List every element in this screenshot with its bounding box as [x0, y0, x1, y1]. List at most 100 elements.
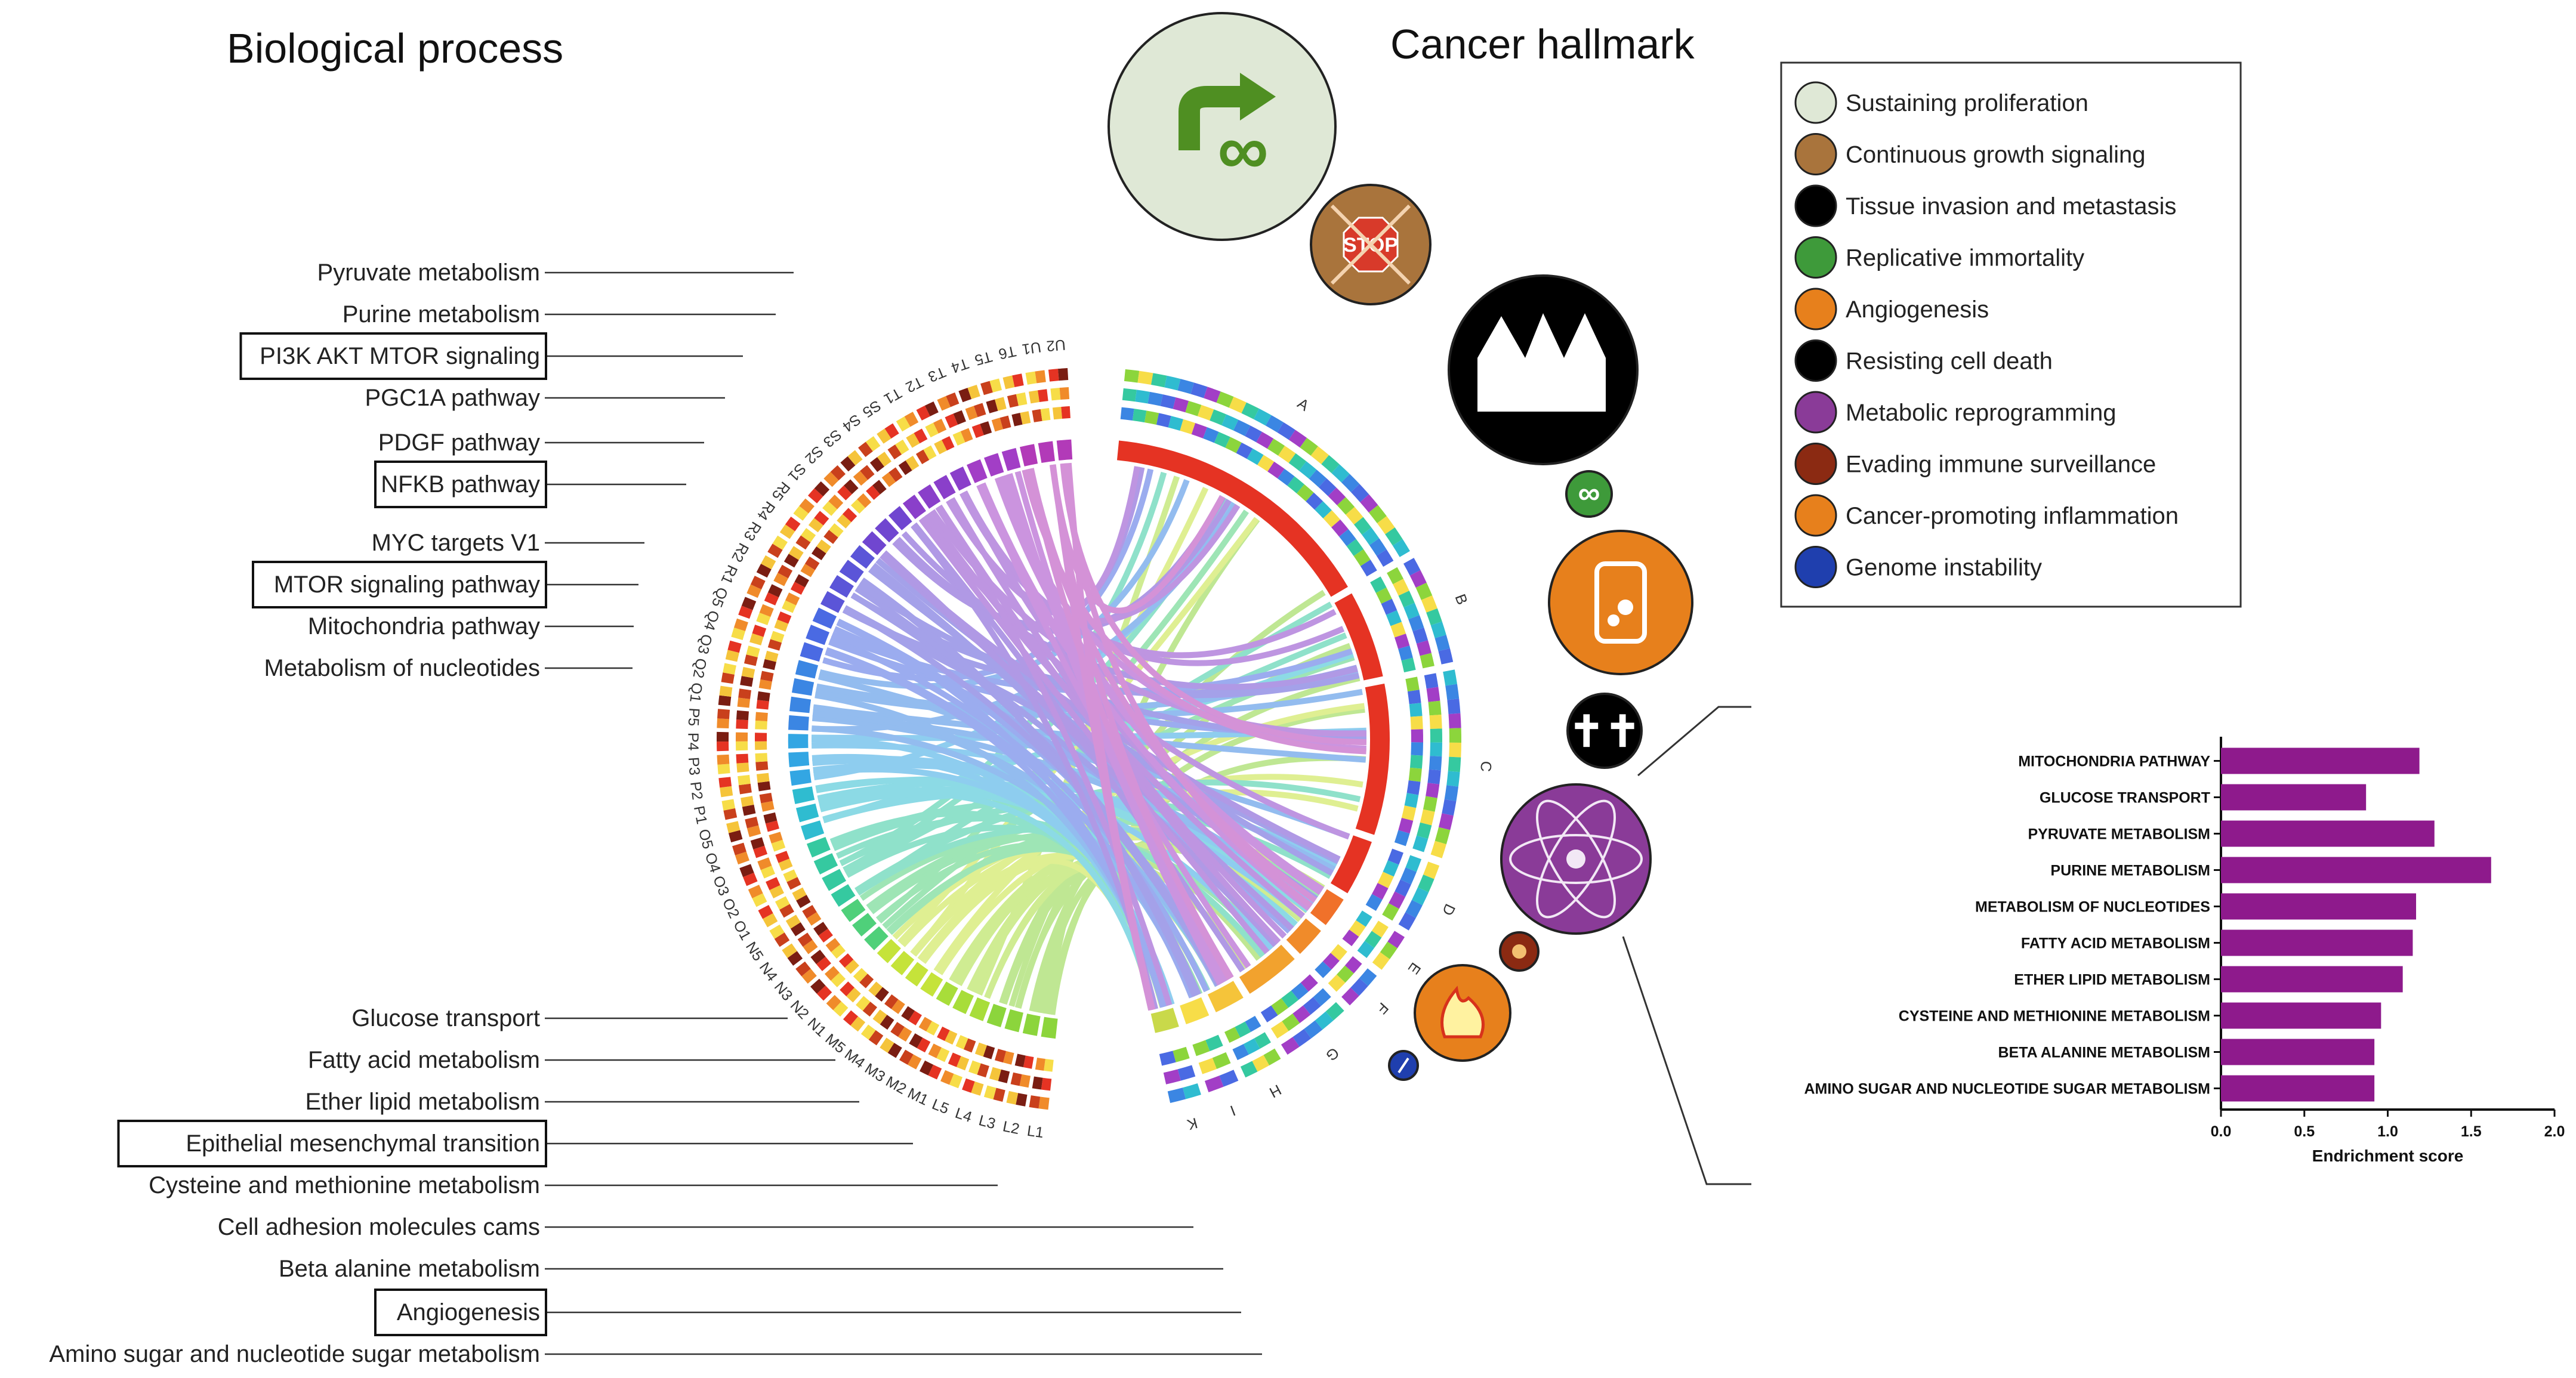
- heatmap-cell: [1173, 397, 1189, 413]
- x-tick-label: 0.5: [2294, 1123, 2315, 1140]
- heatmap-cell: [860, 465, 875, 480]
- heatmap-cell: [925, 422, 939, 438]
- heatmap-cell: [1050, 388, 1061, 401]
- heatmap-cell: [717, 718, 729, 729]
- bp-label: NFKB pathway: [381, 471, 540, 498]
- heatmap-cell: [1197, 404, 1214, 421]
- heatmap-cell: [1159, 1051, 1176, 1066]
- heatmap-cell: [909, 1033, 923, 1048]
- heatmap-cell: [1394, 830, 1410, 846]
- heatmap-cell: [825, 938, 841, 952]
- heatmap-cell: [1406, 780, 1421, 795]
- bp-highlight-box: [374, 1289, 547, 1336]
- heatmap-cell: [1277, 468, 1295, 486]
- heatmap-cell: [1006, 1090, 1019, 1105]
- heatmap-cell: [1205, 1034, 1223, 1052]
- circos-segment: [1309, 887, 1346, 927]
- heatmap-cell: [1346, 539, 1364, 557]
- heatmap-cell: [1315, 1011, 1334, 1030]
- heatmap-cell: [857, 493, 872, 508]
- heatmap-cell: [993, 1087, 1005, 1102]
- circos-segment: [798, 641, 825, 663]
- heatmap-cell: [1342, 929, 1359, 947]
- heatmap-cell: [811, 546, 826, 561]
- heatmap-cell: [1204, 1076, 1224, 1092]
- heatmap-cell: [759, 793, 773, 804]
- legend-frame: [1780, 61, 2242, 608]
- bar: [2221, 1002, 2381, 1029]
- heatmap-cell: [948, 1052, 961, 1067]
- heatmap-cell: [1224, 1027, 1241, 1043]
- heatmap-cell: [1447, 699, 1461, 715]
- heatmap-cell: [1398, 912, 1416, 931]
- bar: [2221, 820, 2435, 847]
- heatmap-cell: [755, 712, 768, 722]
- heatmap-cell: [956, 1056, 970, 1071]
- heatmap-cell: [840, 456, 856, 472]
- heatmap-cell: [810, 950, 826, 965]
- heatmap-cell: [810, 978, 826, 994]
- heatmap-cell: [790, 582, 806, 595]
- bp-label: PDGF pathway: [378, 430, 540, 456]
- heatmap-cell: [1038, 389, 1048, 403]
- heatmap-cell: [916, 405, 930, 421]
- infinity-small-icon: ∞: [1578, 476, 1600, 511]
- heatmap-cell: [1245, 425, 1263, 443]
- heatmap-cell: [915, 449, 930, 465]
- heatmap-cell: [753, 845, 768, 858]
- zoom-line-top: [1637, 706, 1751, 777]
- circos-segment-label: I: [1228, 1102, 1238, 1119]
- heatmap-cell: [1377, 872, 1394, 889]
- circos-segment-label: M4: [841, 1046, 868, 1071]
- proliferation-arrow-icon: [1179, 86, 1243, 150]
- circos-segment: [901, 493, 928, 521]
- circos-segment: [874, 517, 900, 544]
- heatmap-cell: [797, 932, 813, 947]
- heatmap-cell: [771, 839, 786, 852]
- heatmap-cell: [1168, 416, 1184, 431]
- chord: [918, 517, 1270, 954]
- circos-segment-label: T4: [949, 355, 971, 376]
- heatmap-cell: [1019, 1074, 1031, 1088]
- heatmap-cell: [896, 416, 911, 432]
- heatmap-cell: [1405, 676, 1420, 692]
- circos-segment-label: M1: [905, 1085, 931, 1108]
- heatmap-cell: [803, 940, 818, 954]
- heatmap-cell: [1368, 505, 1387, 524]
- heatmap-cell: [965, 406, 978, 421]
- heatmap-cell: [1020, 411, 1031, 425]
- circos-segment: [787, 750, 810, 768]
- heatmap-cell: [1282, 1014, 1300, 1031]
- heatmap-cell: [1398, 818, 1414, 834]
- heatmap-cell: [748, 885, 763, 898]
- heatmap-cell: [736, 732, 748, 741]
- heatmap-cell: [1163, 1069, 1181, 1085]
- heatmap-cell: [763, 913, 778, 928]
- heatmap-cell: [1359, 968, 1377, 986]
- heatmap-cell: [1407, 690, 1421, 705]
- heatmap-cell: [736, 741, 748, 751]
- heatmap-cell: [733, 618, 748, 632]
- heatmap-cell: [1387, 567, 1403, 585]
- bp-label: Fatty acid metabolism: [308, 1047, 540, 1073]
- heatmap-cell: [940, 1070, 954, 1085]
- heatmap-cell: [1057, 368, 1069, 381]
- heatmap-cell: [1315, 961, 1332, 978]
- heatmap-cell: [814, 481, 830, 497]
- circos-segment-label: B: [1452, 592, 1471, 607]
- heatmap-cell: [829, 523, 844, 537]
- heatmap-cell: [884, 994, 899, 1009]
- heatmap-cell: [1393, 579, 1409, 596]
- heatmap-cell: [1421, 595, 1437, 613]
- heatmap-cell: [1390, 622, 1406, 638]
- x-axis-label: Endrichment score: [2312, 1147, 2464, 1165]
- circos-segment-label: R3: [741, 519, 765, 544]
- heatmap-cell: [1360, 560, 1377, 577]
- circos-segment-label: P1: [690, 805, 710, 826]
- heatmap-cell: [1132, 409, 1147, 423]
- heatmap-cell: [1434, 827, 1451, 845]
- circos-segment: [812, 852, 840, 876]
- heatmap-cell: [1190, 382, 1208, 398]
- heatmap-cell: [1364, 931, 1382, 948]
- heatmap-cell: [807, 488, 823, 503]
